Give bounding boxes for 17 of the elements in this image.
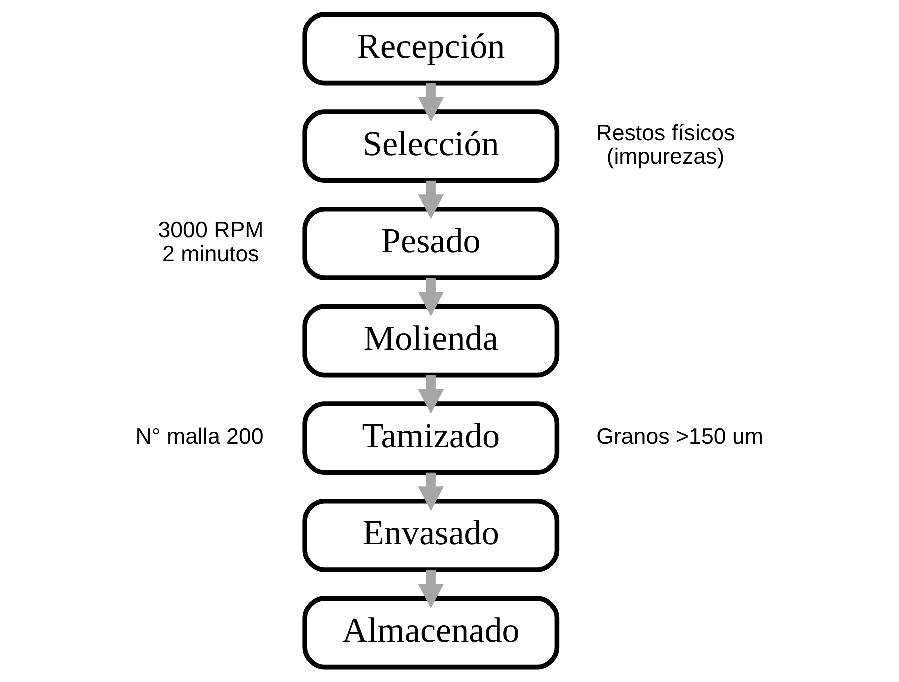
arrow xyxy=(418,180,444,220)
arrow xyxy=(418,376,444,414)
node-box: Selección xyxy=(302,110,560,184)
node-box: Almacenado xyxy=(302,596,560,670)
node-label: N° malla 200 xyxy=(136,424,264,450)
node-box: Pesado xyxy=(302,206,560,280)
node-label: Granos >150 um xyxy=(596,424,764,450)
node-label: 3000 RPM 2 minutos xyxy=(158,218,264,267)
arrow xyxy=(418,570,444,609)
arrow xyxy=(418,472,444,512)
node-box: Envasado xyxy=(302,498,560,572)
arrow xyxy=(418,278,444,317)
arrow xyxy=(418,84,444,122)
node-box: Recepción xyxy=(302,12,560,86)
node-box: Molienda xyxy=(302,304,560,378)
node-label: Restos físicos (impurezas) xyxy=(596,120,736,170)
node-box: Tamizado xyxy=(302,402,560,476)
